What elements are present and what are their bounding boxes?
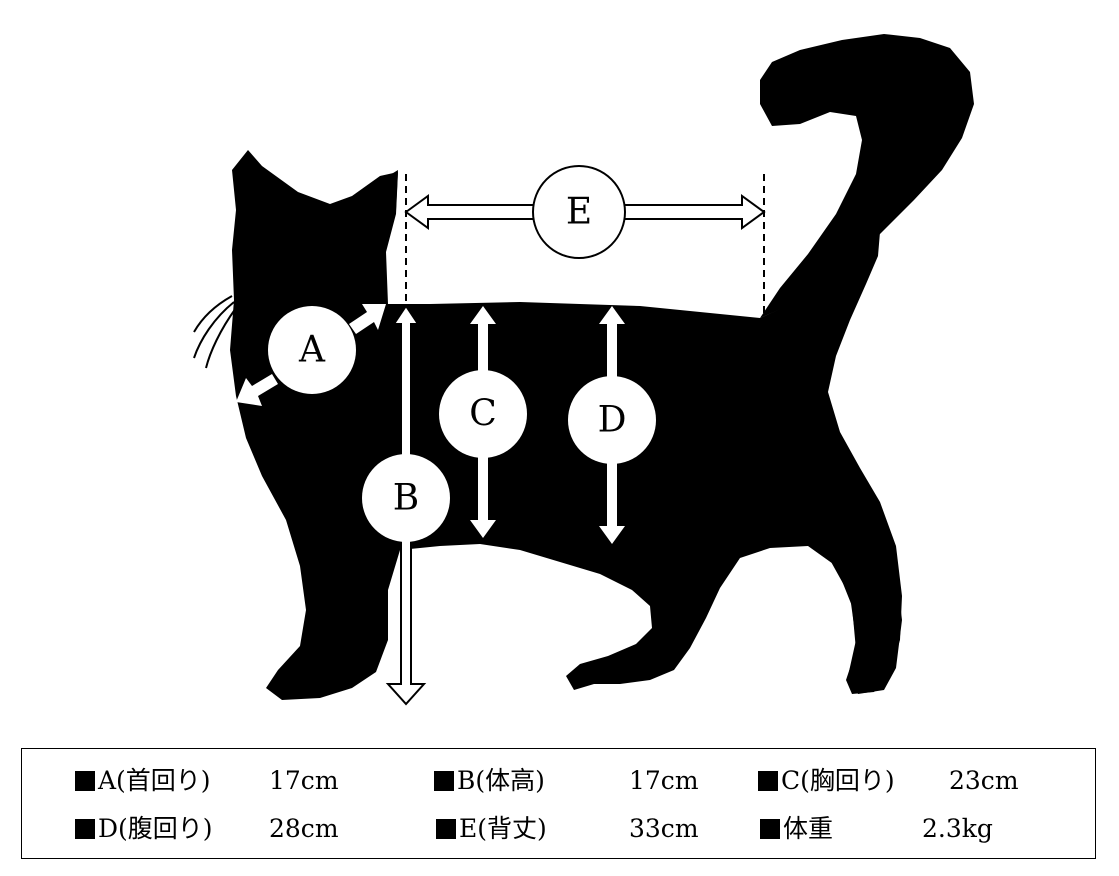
legend-item-e: E(背丈)	[436, 814, 547, 844]
label-e: E	[566, 192, 592, 233]
legend-item-a: A(首回り)	[75, 766, 211, 796]
square-bullet-icon	[758, 771, 778, 791]
marker-a: A	[268, 306, 356, 394]
label-c: C	[469, 394, 497, 435]
label-a: A	[298, 330, 326, 371]
legend-item-weight: 体重	[760, 814, 833, 844]
legend-value: 28cm	[269, 814, 339, 843]
square-bullet-icon	[760, 819, 780, 839]
legend-label: C(胸回り)	[781, 766, 895, 795]
legend-label: D(腹回り)	[98, 814, 213, 843]
cat-silhouette	[230, 34, 974, 700]
marker-d: D	[568, 376, 656, 464]
marker-c: C	[439, 370, 527, 458]
cat-measurement-diagram: E B C D A	[193, 34, 974, 706]
legend-item-c: C(胸回り)	[758, 766, 895, 796]
legend-item-d: D(腹回り)	[75, 814, 213, 844]
legend-label: A(首回り)	[98, 766, 211, 795]
legend-label: 体重	[783, 814, 834, 843]
label-b: B	[393, 478, 419, 519]
label-d: D	[598, 400, 627, 441]
marker-e: E	[532, 165, 626, 259]
dashed-guides	[405, 174, 765, 316]
square-bullet-icon	[436, 819, 456, 839]
legend-value: 17cm	[269, 766, 339, 795]
square-bullet-icon	[75, 771, 95, 791]
legend-value: 23cm	[949, 766, 1019, 795]
arrow-a	[236, 304, 386, 406]
legend-label: B(体高)	[457, 766, 545, 795]
legend-item-b: B(体高)	[434, 766, 545, 796]
whiskers	[193, 295, 237, 369]
square-bullet-icon	[434, 771, 454, 791]
legend-value: 33cm	[629, 814, 699, 843]
legend-value: 17cm	[629, 766, 699, 795]
marker-b: B	[362, 454, 450, 542]
legend-value: 2.3kg	[922, 814, 993, 843]
legend-label: E(背丈)	[459, 814, 547, 843]
measurement-legend: A(首回り) 17cm B(体高) 17cm C(胸回り) 23cm D(腹回り…	[21, 748, 1096, 859]
square-bullet-icon	[75, 819, 95, 839]
